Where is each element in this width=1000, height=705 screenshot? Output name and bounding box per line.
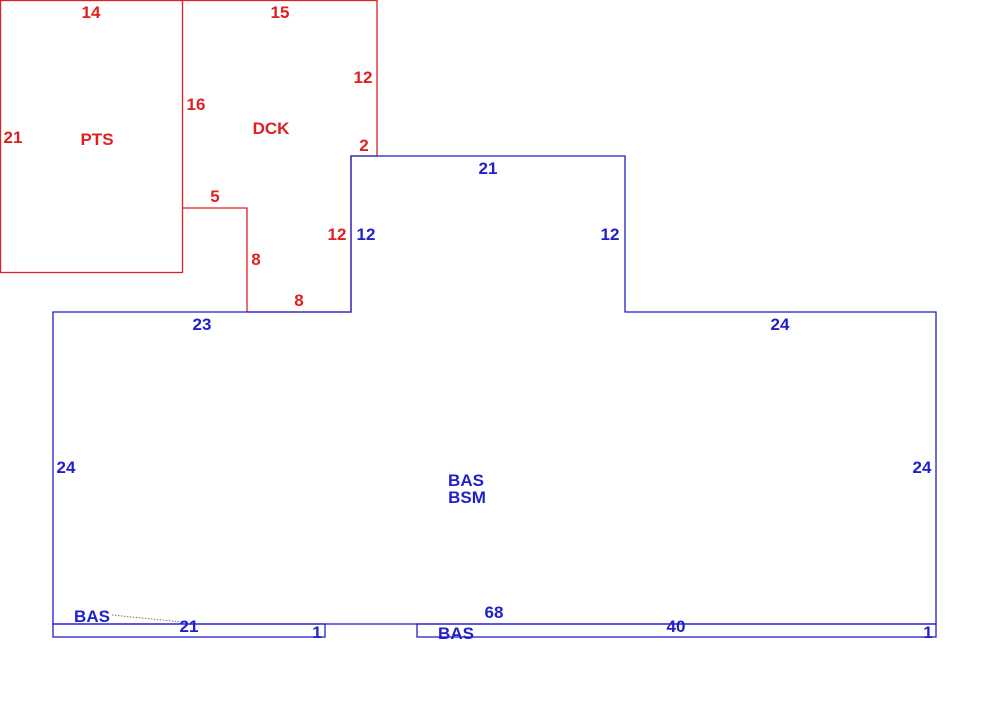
pts-top-dimension: 14 xyxy=(82,3,101,22)
bas-right-strip-area-label: BAS xyxy=(438,624,474,643)
dck-step-dimension: 2 xyxy=(359,136,368,155)
bas-strip-right xyxy=(416,623,937,638)
strip-left-length-dimension: 21 xyxy=(180,617,199,636)
strip-right-end-dimension: 1 xyxy=(923,623,932,642)
dck-area-label: DCK xyxy=(253,119,291,138)
strip-left-end-dimension: 1 xyxy=(312,623,321,642)
bas-outline xyxy=(52,155,937,625)
dck-bottom-dimension: 8 xyxy=(294,291,303,310)
bas-bottom-dimension: 68 xyxy=(485,603,504,622)
bas-left-dimension: 24 xyxy=(57,458,76,477)
dck-left-dimension: 16 xyxy=(187,95,206,114)
bas-top-right-dimension: 24 xyxy=(771,315,790,334)
bas-top-left-dimension: 23 xyxy=(193,315,212,334)
bas-leader-line xyxy=(111,614,183,623)
bas-main-area-label: BAS xyxy=(448,471,484,490)
pts-left-dimension: 21 xyxy=(4,128,23,147)
bsm-area-label: BSM xyxy=(448,488,486,507)
dck-outline xyxy=(182,0,378,313)
pts-outline xyxy=(0,0,184,274)
dck-notch-top-dimension: 5 xyxy=(210,187,219,206)
dck-right-lower-dimension: 12 xyxy=(328,225,347,244)
dck-right-upper-dimension: 12 xyxy=(354,68,373,87)
bas-left-strip-area-label: BAS xyxy=(74,607,110,626)
pts-area-label: PTS xyxy=(80,130,113,149)
bas-strip-left xyxy=(52,623,326,638)
dck-notch-left-dimension: 8 xyxy=(251,250,260,269)
dck-top-dimension: 15 xyxy=(271,3,290,22)
bas-bump-top-dimension: 21 xyxy=(479,159,498,178)
bas-bump-left-dimension: 12 xyxy=(357,225,376,244)
bas-right-dimension: 24 xyxy=(913,458,932,477)
strip-right-length-dimension: 40 xyxy=(667,617,686,636)
bas-bump-right-dimension: 12 xyxy=(601,225,620,244)
